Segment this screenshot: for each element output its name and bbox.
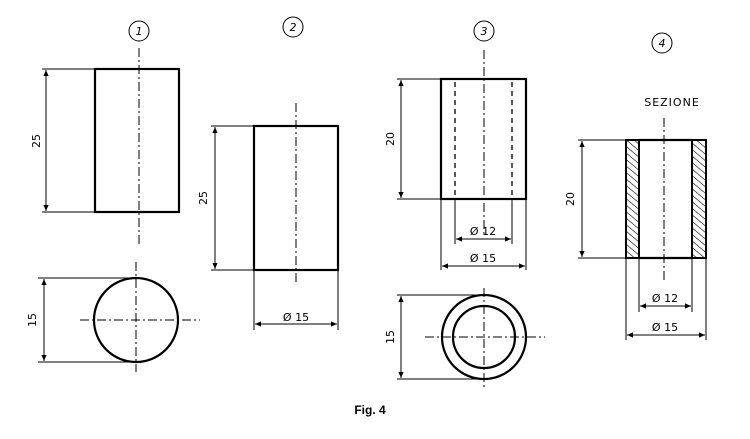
height-dimension: 25 xyxy=(197,191,210,205)
figure-caption: Fig. 4 xyxy=(354,403,386,417)
view-4: 4 SEZIONE 20 Ø 12 Ø 15 xyxy=(564,32,707,340)
view-number: 1 xyxy=(136,25,143,38)
view-number: 2 xyxy=(290,21,297,34)
view-2: 2 25 Ø 15 xyxy=(197,16,340,330)
view-number: 3 xyxy=(481,25,488,38)
outer-diameter-dimension: Ø 15 xyxy=(470,252,496,265)
section-wall-left xyxy=(625,139,640,259)
view-number: 4 xyxy=(659,37,666,50)
view-number-circle xyxy=(128,20,150,42)
height-dimension: 20 xyxy=(384,132,397,146)
height-dimension: 25 xyxy=(30,134,43,148)
inner-diameter-dimension: Ø 12 xyxy=(652,292,678,305)
inner-diameter-dimension: Ø 12 xyxy=(470,225,496,238)
view-number-circle xyxy=(282,16,304,38)
cylinder-front-view xyxy=(252,124,340,272)
section-label: SEZIONE xyxy=(644,96,700,109)
outer-diameter-dimension: Ø 15 xyxy=(652,321,678,334)
cylinder-front-view xyxy=(93,67,181,214)
view-number-circle xyxy=(651,32,673,54)
section-wall-right xyxy=(691,139,707,259)
view-1: 1 25 15 xyxy=(26,20,200,372)
diameter-dimension: 15 xyxy=(26,313,39,327)
view-number-circle xyxy=(473,20,495,42)
plan-dimension: 15 xyxy=(384,330,397,344)
view-3: 3 20 Ø 12 Ø 15 15 xyxy=(384,20,545,388)
height-dimension: 20 xyxy=(564,192,577,206)
diameter-dimension: Ø 15 xyxy=(283,311,309,324)
